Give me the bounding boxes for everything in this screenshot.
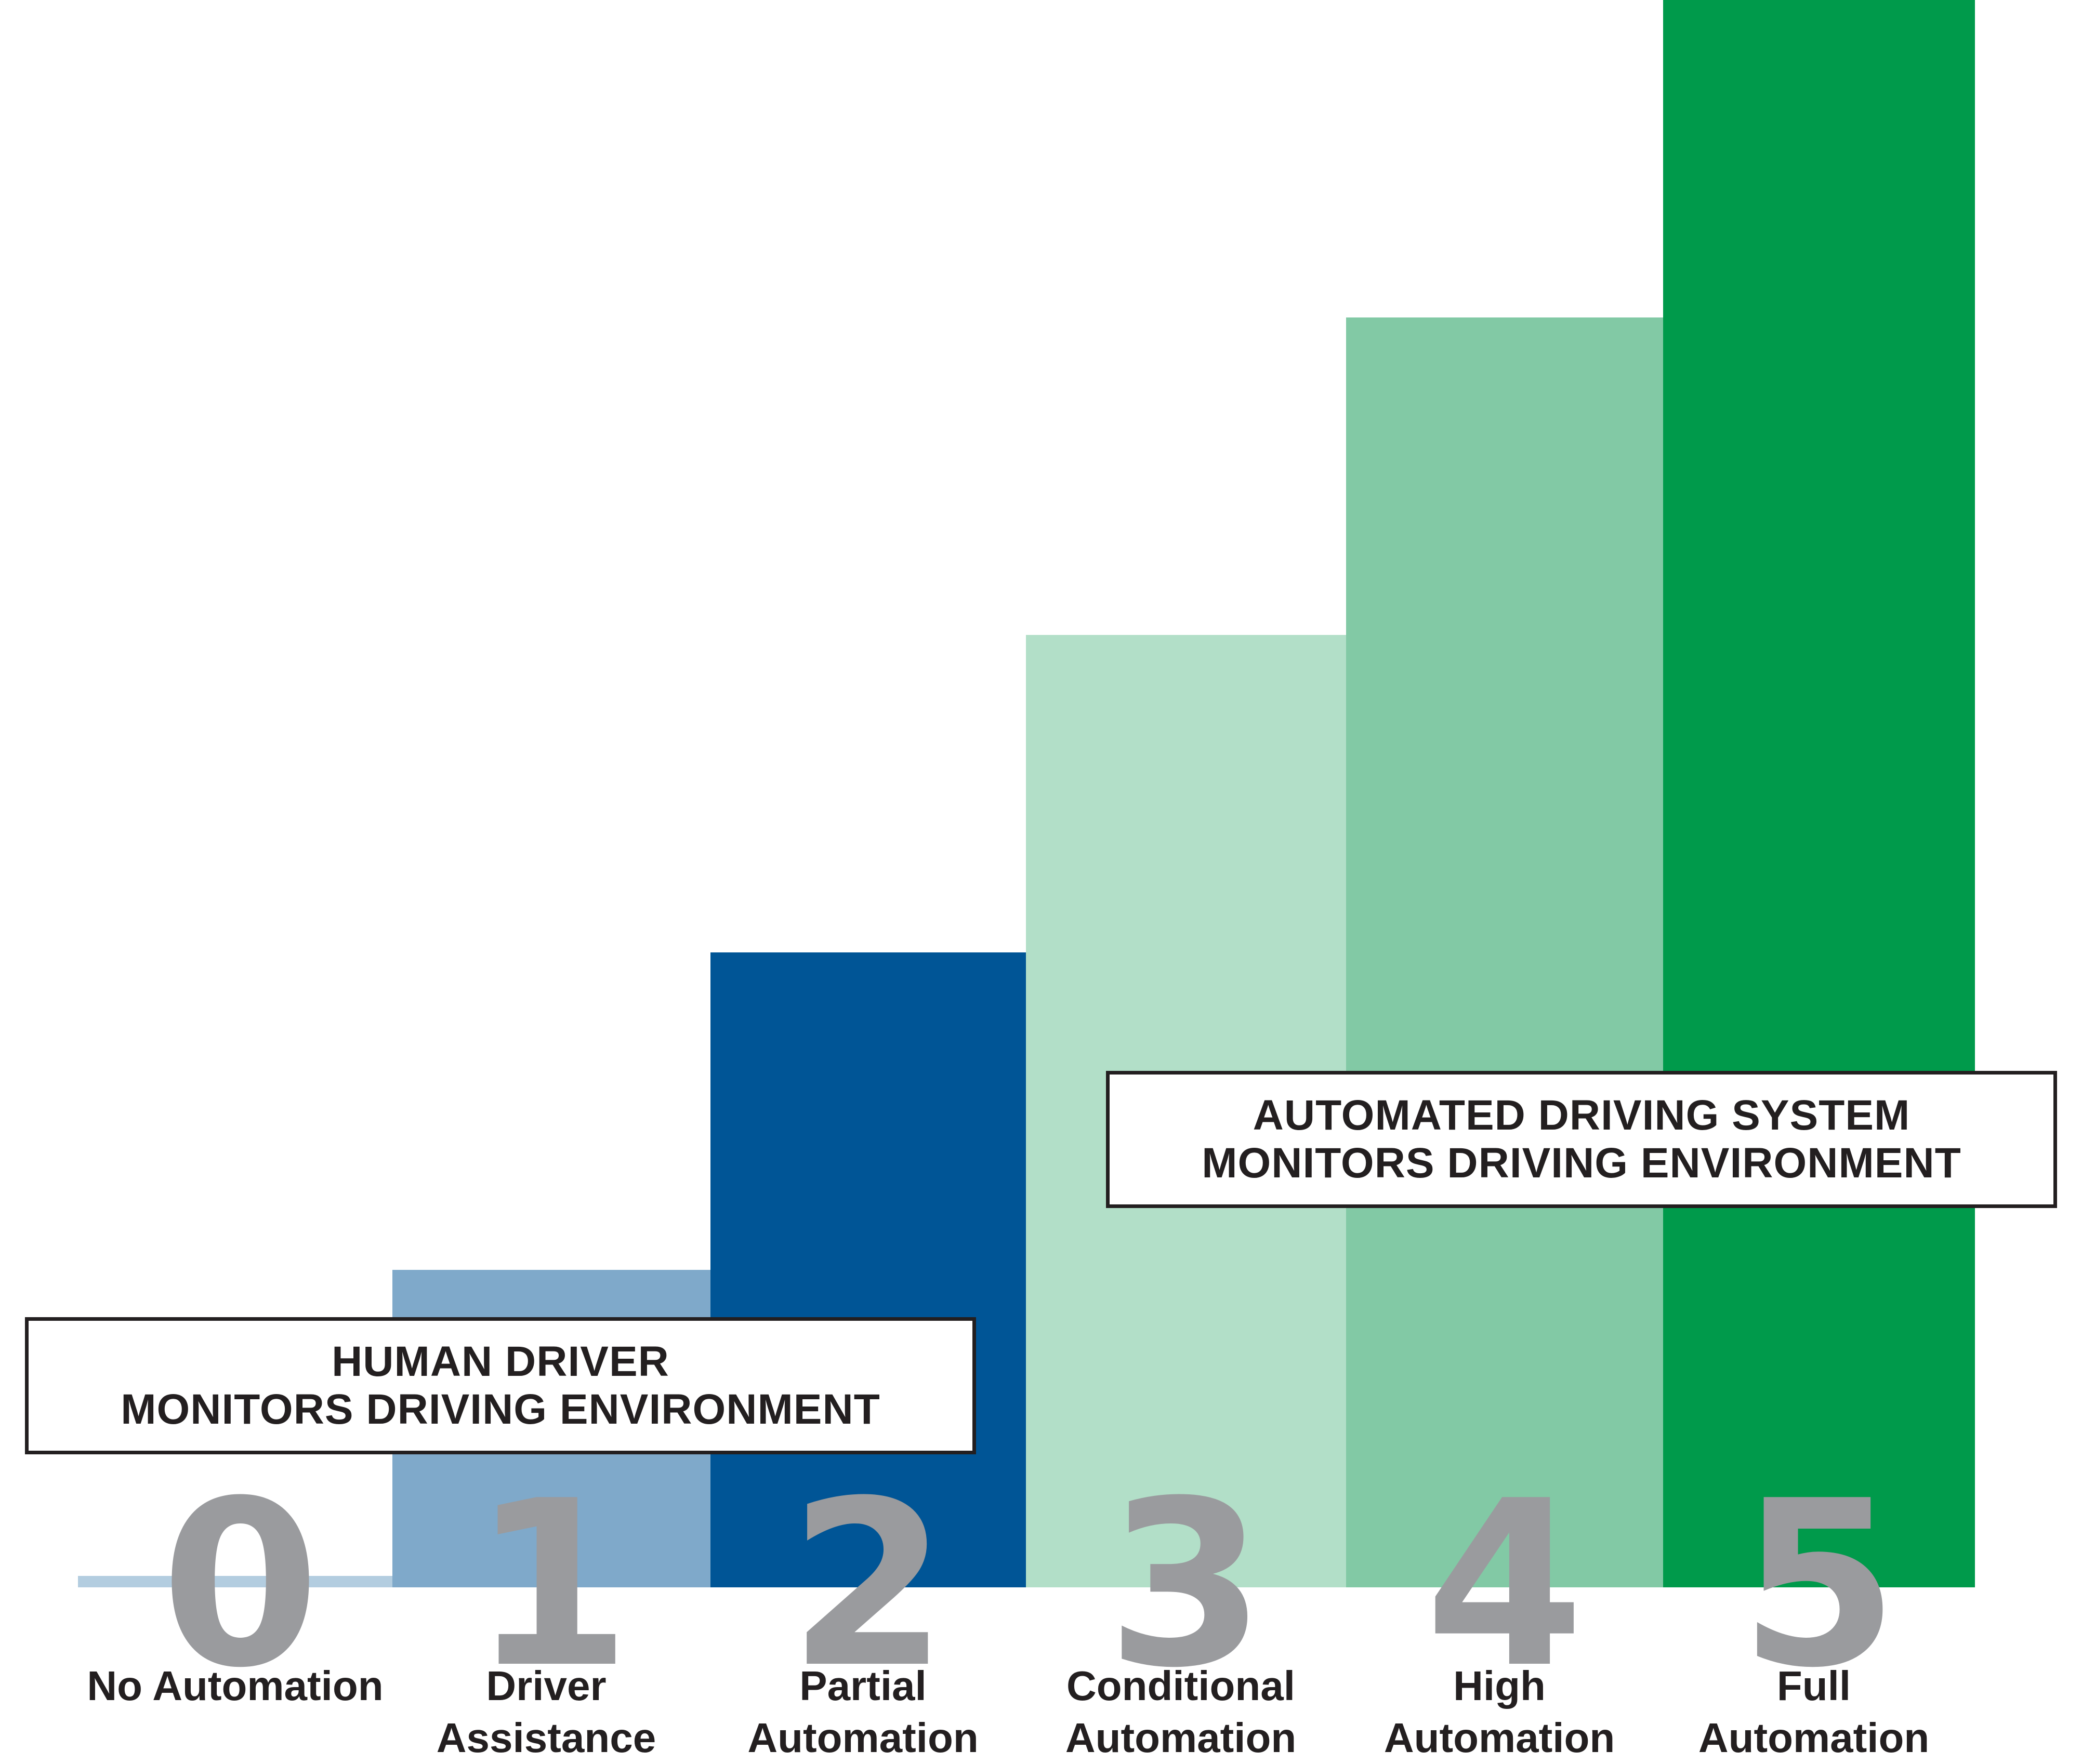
human-driver-callout: HUMAN DRIVER MONITORS DRIVING ENVIRONMEN…: [25, 1317, 976, 1454]
level-number-0: 0: [161, 1452, 320, 1718]
level-label-2-line-2: Automation: [747, 1715, 979, 1761]
level-number-4: 4: [1425, 1452, 1585, 1718]
level-number-1: 1: [471, 1452, 631, 1718]
level-label-1-line-2: Assistance: [436, 1715, 656, 1761]
level-label-3-line-2: Automation: [1065, 1715, 1297, 1761]
human-driver-callout-line-1: HUMAN DRIVER: [332, 1338, 669, 1385]
level-number-2: 2: [788, 1452, 948, 1718]
level-label-5-line-2: Automation: [1698, 1715, 1930, 1761]
automated-system-callout-line-2: MONITORS DRIVING ENVIRONMENT: [1202, 1139, 1961, 1187]
level-label-1-line-1: Driver: [486, 1663, 607, 1709]
automated-system-callout: AUTOMATED DRIVING SYSTEM MONITORS DRIVIN…: [1106, 1071, 2057, 1208]
automated-system-callout-line-1: AUTOMATED DRIVING SYSTEM: [1253, 1092, 1910, 1139]
bar-level-4: [1346, 317, 1663, 1587]
level-label-3-line-1: Conditional: [1066, 1663, 1295, 1709]
level-label-5-line-1: Full: [1776, 1663, 1851, 1709]
level-number-5: 5: [1739, 1452, 1899, 1718]
level-label-0-line-1: No Automation: [87, 1663, 384, 1709]
human-driver-callout-line-2: MONITORS DRIVING ENVIRONMENT: [121, 1386, 880, 1433]
bar-level-5: [1663, 0, 1975, 1587]
level-number-3: 3: [1106, 1452, 1266, 1718]
bar-level-2: [710, 952, 1026, 1587]
level-label-4-line-1: High: [1453, 1663, 1546, 1709]
level-label-4-line-2: Automation: [1384, 1715, 1615, 1761]
bar-level-0: [78, 1576, 392, 1587]
level-label-0: No Automation: [74, 1660, 397, 1712]
level-label-2-line-1: Partial: [799, 1663, 927, 1709]
